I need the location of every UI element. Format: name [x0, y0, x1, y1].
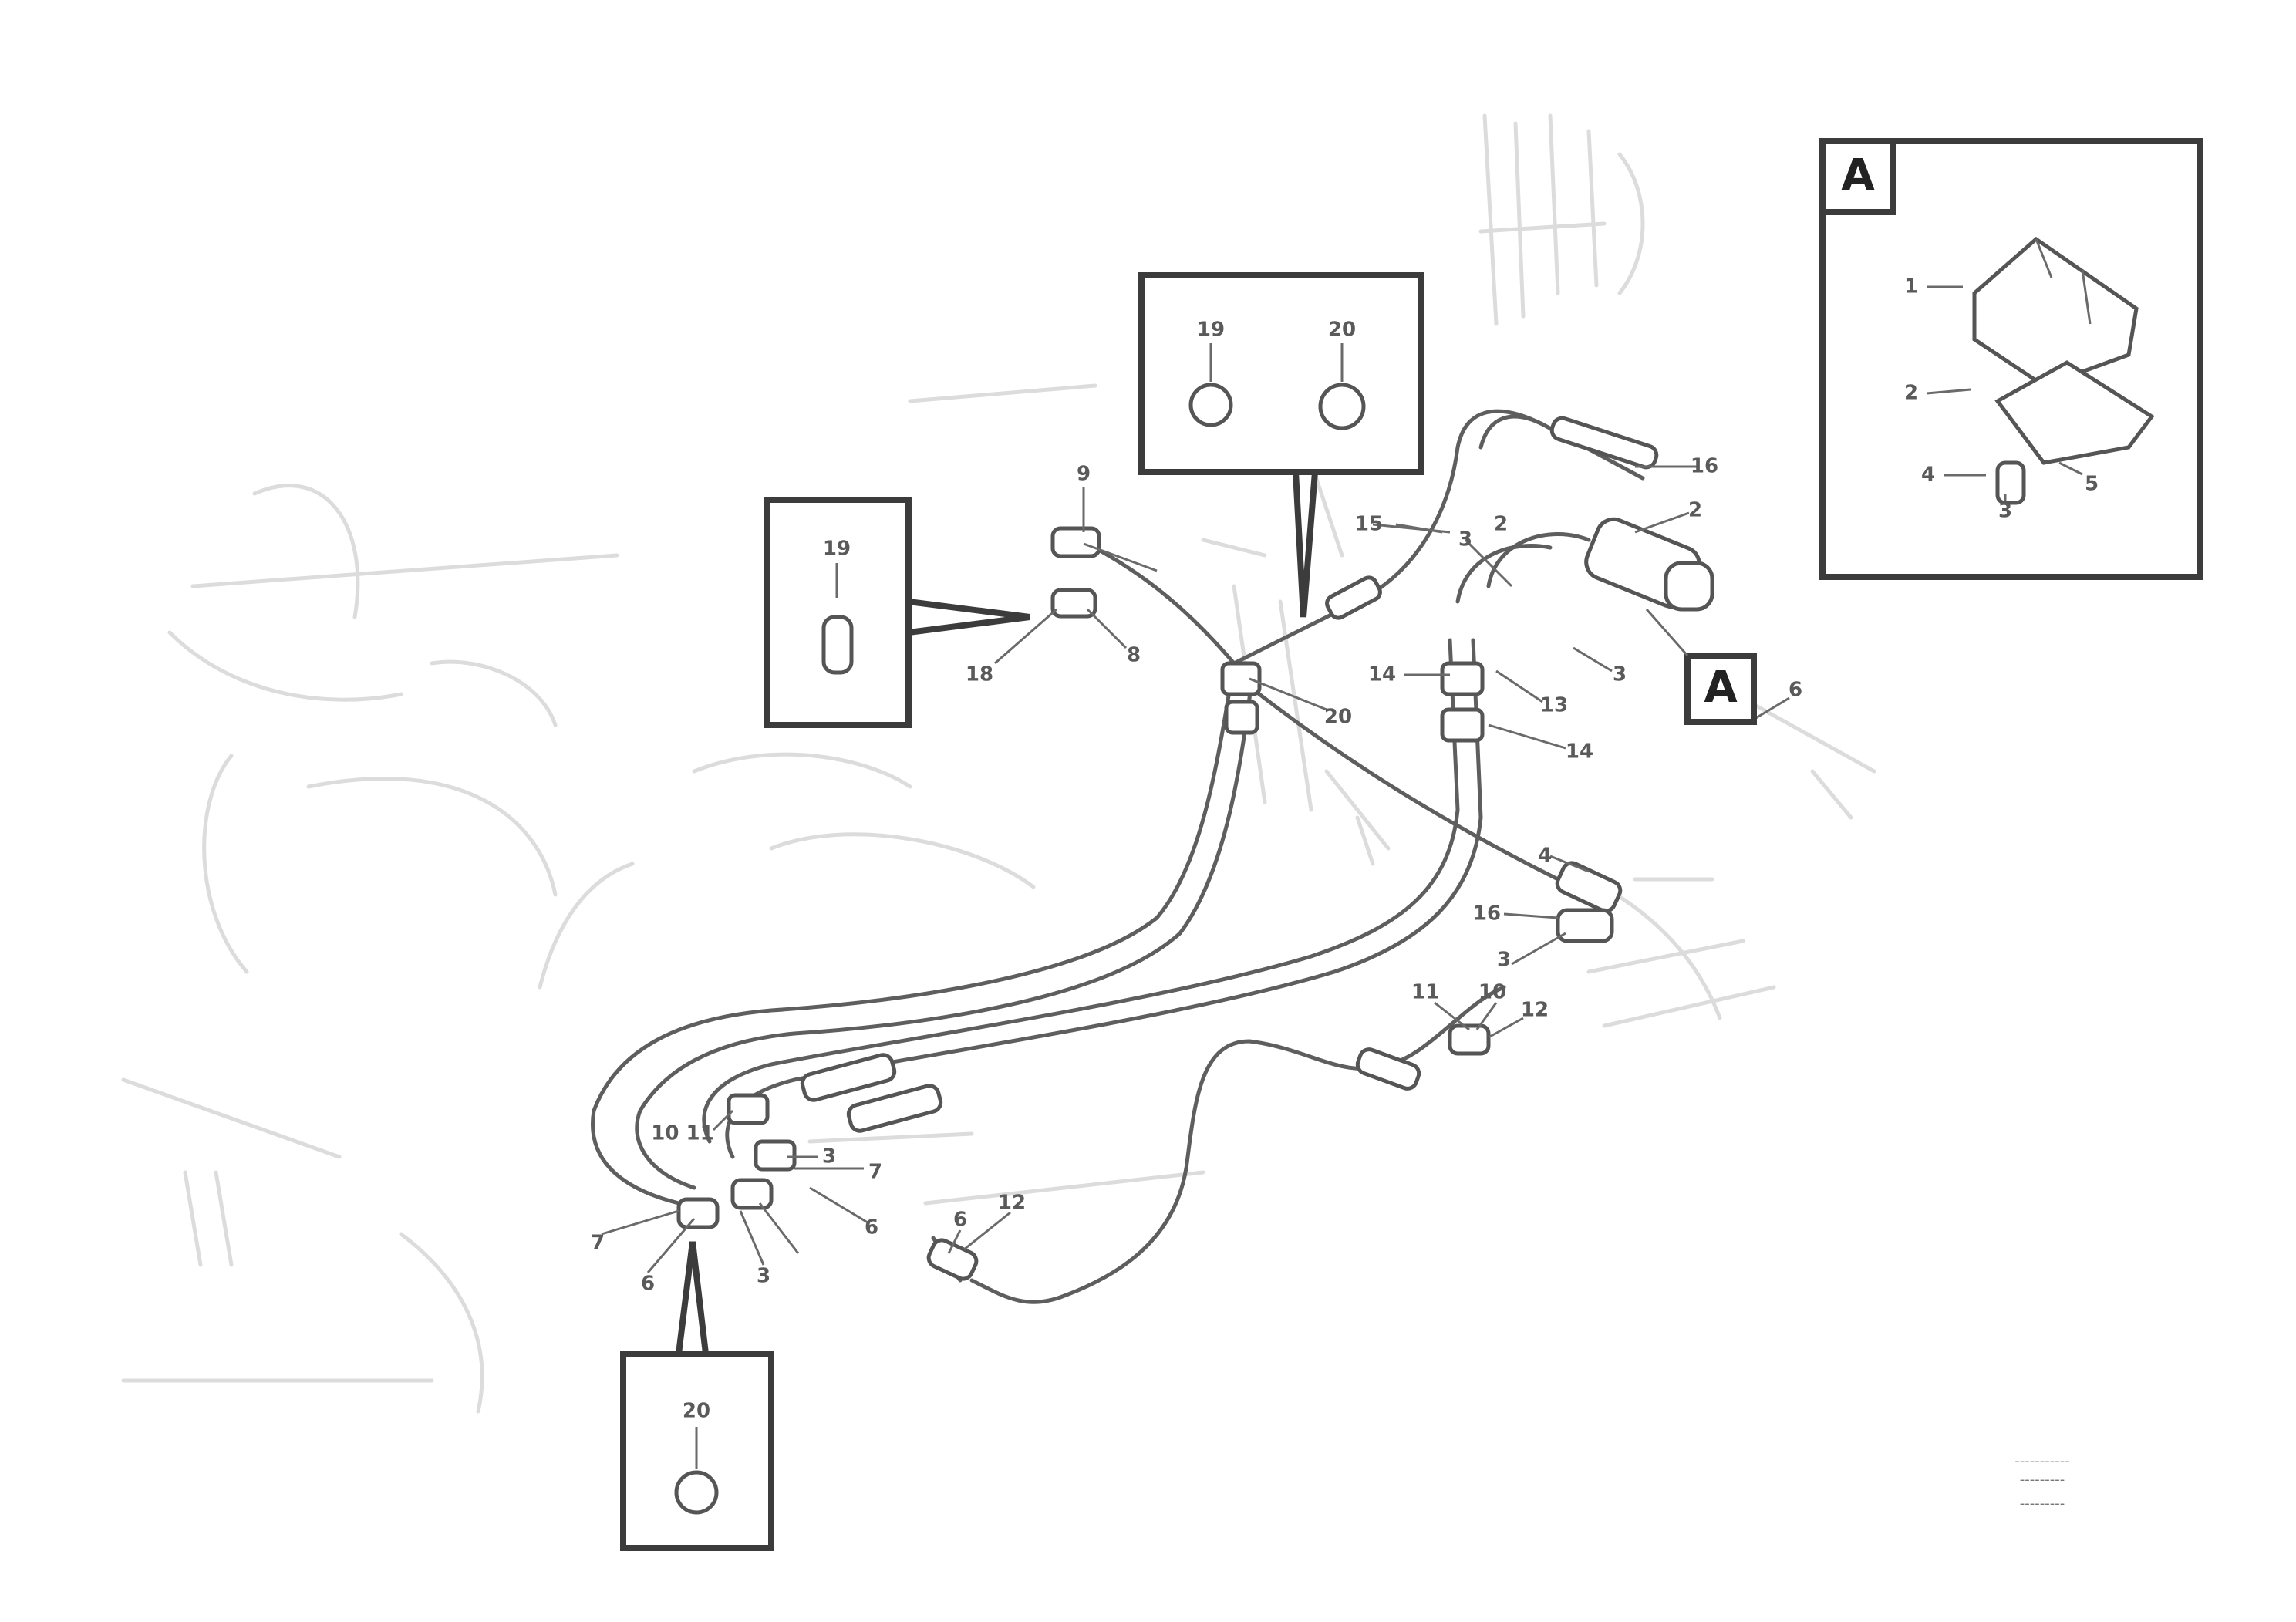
callout: 16 — [1473, 902, 1501, 926]
fitting-left-a — [727, 1093, 770, 1125]
machine-ghost-outline — [121, 113, 1876, 1414]
callout: 6 — [1789, 679, 1802, 702]
view-a-tag: A — [1645, 609, 1757, 725]
callout: 9 — [1077, 463, 1091, 486]
hose-sleeve-left-lower — [846, 1084, 943, 1133]
hose-sleeve-lower — [1355, 1047, 1421, 1091]
fitting-lower-right — [1448, 1023, 1491, 1056]
callout: 14 — [1368, 663, 1396, 686]
fitting-center-lower — [1224, 700, 1259, 735]
callout: 10 — [1478, 981, 1506, 1004]
callout: 16 — [1691, 455, 1718, 478]
callout: 3 — [1998, 500, 2012, 523]
callout: 13 — [1540, 694, 1568, 717]
fitting-right-upper — [1440, 661, 1485, 696]
callout: 10 11 — [651, 1122, 713, 1145]
leader-lines — [601, 465, 1790, 1273]
part-19-washer-icon — [1188, 383, 1233, 427]
callout: 2 — [1904, 382, 1918, 405]
valve-cap — [1664, 561, 1714, 612]
drawing-ref-id: --------- — [2020, 1496, 2065, 1512]
callout: 20 — [1328, 319, 1356, 342]
coupling-right — [1555, 861, 1623, 913]
view-a-label: A — [1704, 663, 1738, 713]
detail-view-a: A — [1819, 138, 2203, 580]
callout: 14 — [1566, 740, 1593, 764]
drawing-ref-line1: ----------- — [2014, 1453, 2069, 1469]
hose-sleeve-left-upper — [800, 1053, 897, 1102]
callout: 3 — [1458, 528, 1472, 551]
callout: 4 — [1538, 845, 1552, 868]
fitting-center-tee — [1220, 661, 1262, 696]
fitting-right-lower — [1440, 707, 1485, 743]
hoses — [591, 409, 1645, 1304]
callout: 4 — [1921, 464, 1935, 487]
part-19-icon — [821, 615, 854, 675]
callout: 6 — [953, 1209, 967, 1232]
callout: 19 — [823, 538, 851, 561]
detail-box-19-left — [764, 497, 1030, 728]
fitting-right-mid — [1556, 908, 1614, 943]
callout: 6 — [865, 1216, 878, 1239]
detail-box-20-bottom — [620, 1241, 774, 1551]
fitting-bottom-a — [676, 1197, 720, 1229]
callout: 7 — [591, 1232, 605, 1255]
callout: 18 — [966, 663, 993, 686]
callout: 11 — [1411, 981, 1439, 1004]
callout: 8 — [1127, 644, 1141, 667]
callout-numbers: 9 19 18 8 20 19 20 16 2 15 2 3 14 13 14 … — [591, 275, 2099, 1423]
part-20-washer-icon — [1318, 383, 1366, 430]
callout: 12 — [998, 1192, 1026, 1215]
fitting-left-upper — [1050, 526, 1101, 558]
drawing-ref-line2: --------- — [2020, 1472, 2065, 1488]
fitting-bottom-b — [730, 1178, 774, 1210]
callout: 2 — [1688, 499, 1702, 522]
detail-box-19-20-top — [1138, 272, 1424, 618]
detail-a-label: A — [1841, 150, 1875, 201]
callout: 3 — [757, 1265, 770, 1288]
callout: 6 — [641, 1273, 655, 1296]
coupling-center — [1325, 575, 1382, 620]
drawing-reference: ----------- --------- --------- — [2014, 1453, 2069, 1512]
callout: 7 — [868, 1161, 882, 1184]
detail-a-bracket — [1972, 236, 2155, 505]
callout: 20 — [683, 1400, 710, 1423]
callout: 19 — [1197, 319, 1225, 342]
fittings — [676, 416, 1714, 1281]
callout: 20 — [1324, 706, 1352, 729]
callout: 15 — [1355, 513, 1383, 536]
callout: 12 — [1521, 999, 1549, 1022]
callout: 3 — [1613, 663, 1627, 686]
callout: 2 — [1494, 513, 1508, 536]
part-20-bottom-icon — [674, 1470, 719, 1515]
hose-sleeve-upper — [1549, 416, 1659, 470]
callout: 3 — [822, 1145, 836, 1168]
fitting-left-b — [754, 1139, 797, 1172]
callout: 3 — [1497, 949, 1511, 972]
callout: 1 — [1904, 275, 1918, 298]
fitting-left-lower — [1050, 588, 1097, 619]
callout: 5 — [2085, 473, 2099, 496]
